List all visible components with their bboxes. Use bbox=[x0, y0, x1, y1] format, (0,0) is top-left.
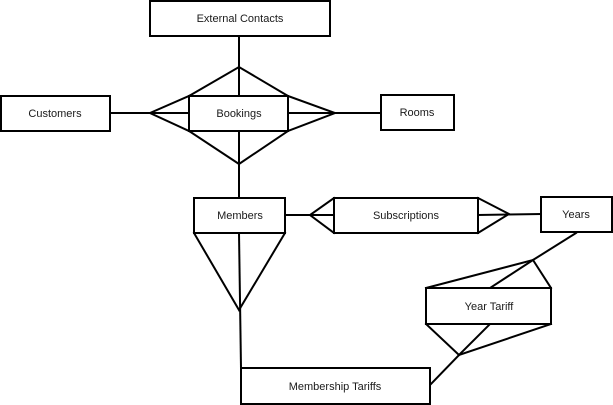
entity-rooms[interactable]: Rooms bbox=[380, 94, 455, 131]
crows-foot-bottom bbox=[192, 231, 287, 312]
relationship-rooms-bookings bbox=[286, 94, 382, 133]
connector-line bbox=[428, 353, 461, 387]
entity-year-tariff[interactable]: Year Tariff bbox=[425, 287, 552, 325]
relationship-membership-tariffs-members bbox=[192, 231, 287, 370]
crows-foot-bottom bbox=[424, 322, 553, 357]
entity-label: Rooms bbox=[400, 107, 435, 119]
entity-membership-tariffs[interactable]: Membership Tariffs bbox=[240, 367, 431, 405]
relationship-membership-tariffs-year-tariff bbox=[424, 322, 553, 387]
crows-foot-bottom bbox=[187, 129, 290, 166]
relationship-members-subscriptions bbox=[284, 196, 336, 235]
entity-label: External Contacts bbox=[197, 13, 284, 25]
entity-external-contacts[interactable]: External Contacts bbox=[149, 0, 331, 37]
relationship-customers-bookings bbox=[109, 94, 191, 133]
crows-foot-left bbox=[147, 94, 191, 133]
entity-members[interactable]: Members bbox=[193, 197, 286, 234]
entity-label: Members bbox=[217, 210, 263, 222]
entity-label: Membership Tariffs bbox=[289, 381, 382, 393]
entity-bookings[interactable]: Bookings bbox=[188, 95, 289, 132]
crows-foot-top bbox=[187, 65, 290, 98]
crows-foot-top bbox=[424, 258, 553, 290]
entity-label: Bookings bbox=[216, 108, 262, 120]
connector-line bbox=[531, 231, 578, 262]
crows-foot-right bbox=[286, 94, 338, 133]
entity-years[interactable]: Years bbox=[540, 196, 613, 233]
crows-foot-right bbox=[476, 196, 512, 235]
relationship-years-year-tariff bbox=[424, 231, 578, 290]
entity-subscriptions[interactable]: Subscriptions bbox=[333, 197, 479, 234]
entity-label: Years bbox=[562, 209, 590, 221]
crows-foot-middle bbox=[488, 258, 535, 290]
entity-customers[interactable]: Customers bbox=[0, 95, 111, 132]
relationship-external-contacts-bookings bbox=[187, 35, 290, 98]
entity-label: Year Tariff bbox=[465, 301, 515, 313]
connector-line bbox=[237, 231, 243, 370]
crows-foot-middle bbox=[457, 322, 492, 357]
relationship-members-bookings bbox=[187, 129, 290, 199]
relationship-years-subscriptions bbox=[476, 196, 543, 235]
entity-label: Customers bbox=[28, 108, 82, 120]
entity-label: Subscriptions bbox=[373, 210, 440, 222]
crows-foot-left bbox=[308, 196, 336, 235]
